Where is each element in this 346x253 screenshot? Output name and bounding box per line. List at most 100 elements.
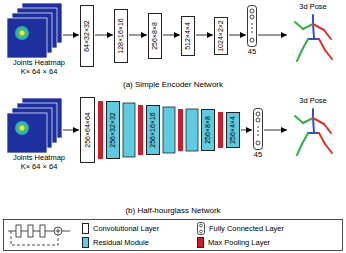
- legend-entry: Residual Module: [82, 237, 149, 248]
- max-pool-bar: [138, 105, 143, 155]
- input-name: Joints Heatmap: [3, 58, 75, 67]
- layer-size: 512×4×4: [184, 22, 192, 50]
- bone: [308, 132, 319, 134]
- fc-outline: [248, 6, 257, 47]
- ellipsis-dot: [257, 130, 258, 131]
- layer-size: 256×16×16: [149, 112, 157, 147]
- heatmap-stack: Joints HeatmapK× 64 × 64: [3, 98, 75, 171]
- bone: [308, 38, 319, 40]
- bone: [302, 133, 308, 144]
- wire: [33, 231, 40, 232]
- fc-outline: [254, 109, 263, 150]
- wire: [45, 231, 54, 232]
- layer-size: 128×16×16: [117, 18, 125, 53]
- wire: [21, 231, 28, 232]
- bone: [303, 24, 313, 29]
- heat-blob: [20, 31, 25, 36]
- skeleton: [288, 12, 338, 64]
- caption: (a) Simple Encoder Network: [0, 80, 346, 90]
- neuron: [200, 224, 203, 227]
- layer-size: 256×4×4: [229, 116, 237, 144]
- neuron: [256, 118, 260, 122]
- bone: [312, 109, 314, 118]
- heatmap-image: [7, 3, 62, 58]
- legend-text: Convolutional Layer: [93, 224, 159, 234]
- heat-blob: [17, 123, 27, 133]
- input-name: 3d Pose: [284, 96, 342, 105]
- legend-swatch: [197, 237, 204, 248]
- bone: [313, 24, 324, 30]
- legend-entry: Fully Connected Layer: [197, 222, 284, 235]
- ellipsis-dot: [257, 134, 258, 135]
- bone: [313, 118, 314, 132]
- heatmap-layer: [7, 113, 47, 153]
- neuron: [256, 112, 260, 116]
- fc-layer: 45: [244, 5, 260, 56]
- heatmap-stack: Joints HeatmapK× 64 × 64: [3, 3, 75, 76]
- legend-text: Max Pooling Layer: [208, 238, 270, 248]
- conv-layer: 64×32×32: [80, 5, 94, 67]
- flow-arrow: [95, 35, 113, 36]
- legend-swatch: [82, 237, 89, 248]
- conv-layer: 128×16×16: [114, 9, 128, 63]
- legend-text: Fully Connected Layer: [209, 224, 284, 234]
- bone: [312, 15, 314, 24]
- neuron: [200, 230, 203, 233]
- legend-entry: Max Pooling Layer: [197, 237, 270, 248]
- heatmap-image: [7, 98, 62, 153]
- residual-block: [123, 103, 135, 157]
- fc-shape: [247, 5, 257, 47]
- heat-blob: [17, 28, 27, 38]
- mini-layer: [16, 225, 21, 237]
- heat-blob: [20, 126, 25, 131]
- pose-figure: 3d Pose: [284, 96, 342, 158]
- bone: [313, 24, 314, 38]
- fc-layer: 45: [250, 108, 266, 159]
- residual-module: 256×16×16: [146, 105, 160, 155]
- fc-outline: [198, 223, 205, 235]
- bone: [302, 39, 308, 50]
- flow-arrow: [241, 130, 252, 131]
- legend-swatch: [197, 222, 205, 235]
- bone: [297, 144, 302, 155]
- max-pool-bar: [178, 109, 183, 151]
- residual-module: 256×32×32: [106, 101, 120, 159]
- input-size: K× 64 × 64: [3, 67, 75, 76]
- mini-layer: [28, 225, 33, 237]
- ellipsis-dot: [251, 27, 252, 28]
- layer-size: 1024×2×2: [217, 20, 225, 52]
- flow-arrow: [129, 35, 147, 36]
- skip-connection: [11, 231, 58, 245]
- ellipsis-dot: [251, 23, 252, 24]
- max-pool-bar: [98, 101, 103, 159]
- conv-layer: 256×64×64: [80, 97, 95, 163]
- bone: [325, 50, 332, 59]
- flow-arrow: [229, 35, 246, 36]
- legend-text: Residual Module: [93, 238, 149, 248]
- legend-swatch: [82, 223, 89, 234]
- input-name: Joints Heatmap: [3, 153, 75, 162]
- layer-size: 64×32×32: [83, 20, 91, 52]
- bone: [295, 22, 303, 29]
- residual-block: [163, 107, 175, 153]
- heat-blob: [15, 121, 29, 135]
- bone: [319, 133, 325, 144]
- heatmap-layer: [7, 18, 47, 58]
- ellipsis-dot: [251, 31, 252, 32]
- bone: [325, 144, 332, 153]
- pose-figure: 3d Pose: [284, 2, 342, 64]
- bone: [297, 50, 302, 61]
- conv-layer: 512×4×4: [181, 16, 195, 56]
- legend-frame: [4, 220, 343, 251]
- wire: [8, 231, 16, 232]
- sum-node: [54, 227, 62, 235]
- ellipsis-dot: [257, 126, 258, 127]
- wire: [62, 231, 70, 232]
- flow-arrow: [163, 35, 180, 36]
- bone: [324, 30, 331, 39]
- layer-size: 256×32×32: [109, 112, 117, 147]
- neuron: [250, 9, 254, 13]
- residual-block: [186, 109, 198, 151]
- output-size: 45: [244, 47, 260, 56]
